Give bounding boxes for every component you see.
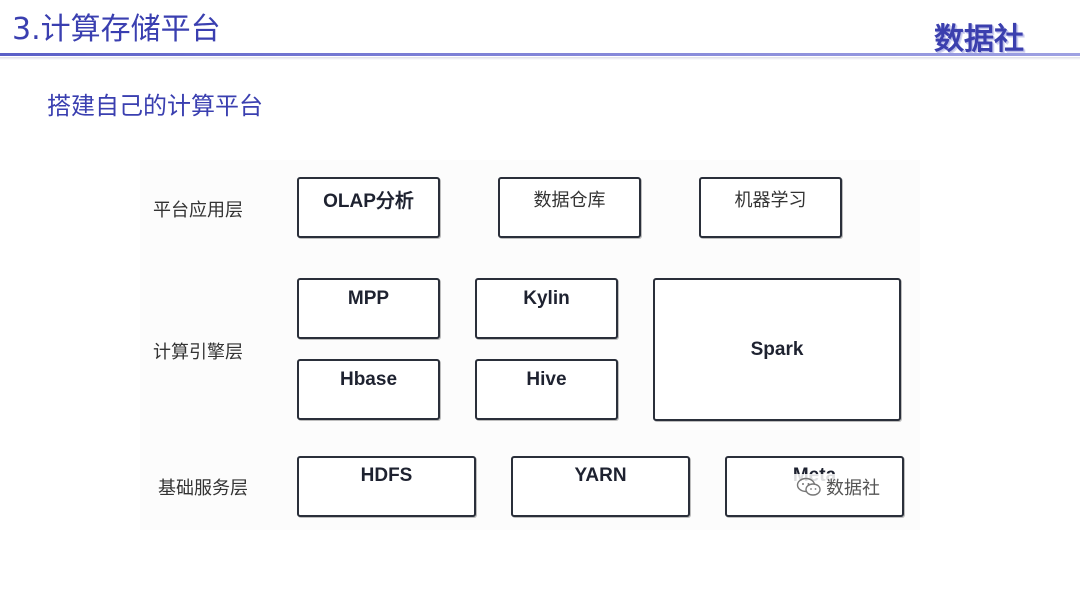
box-label-kylin: Kylin <box>523 288 570 309</box>
box-kylin: Kylin <box>475 278 618 339</box>
layer-label-infrastructure: 基础服务层 <box>158 478 248 499</box>
box-label-hbase: Hbase <box>339 369 398 390</box>
box-label-spark: Spark <box>750 339 804 360</box>
box-yarn: YARN <box>511 456 690 517</box>
layer-label-compute-engine: 计算引擎层 <box>153 342 243 363</box>
box-label-hive: Hive <box>526 369 567 390</box>
box-hdfs: HDFS <box>297 456 476 517</box>
box-mpp: MPP <box>297 278 440 339</box>
box-label-olap: OLAP分析 <box>323 191 414 212</box>
box-olap: OLAP分析 <box>297 177 440 238</box>
watermark: 数据社 <box>792 474 884 500</box>
box-label-hdfs: HDFS <box>360 465 413 486</box>
box-data-warehouse: 数据仓库 <box>498 177 641 238</box>
box-label-yarn: YARN <box>574 465 627 486</box>
page-subtitle: 搭建自己的计算平台 <box>47 92 263 120</box>
brand-logo: 数据社 <box>934 22 1024 57</box>
box-label-mpp: MPP <box>347 288 390 309</box>
box-machine-learning: 机器学习 <box>699 177 842 238</box>
layer-label-application: 平台应用层 <box>153 200 243 221</box>
slide-title: 3.计算存储平台 <box>12 12 221 47</box>
wechat-icon <box>796 477 821 496</box>
box-spark: Spark <box>653 278 901 421</box>
box-label-data-warehouse: 数据仓库 <box>533 190 606 211</box>
box-hbase: Hbase <box>297 359 440 420</box>
header-divider <box>0 53 1080 56</box>
watermark-text: 数据社 <box>826 478 880 499</box>
header-divider-shadow <box>0 57 1080 60</box>
box-label-machine-learning: 机器学习 <box>734 190 807 211</box>
box-hive: Hive <box>475 359 618 420</box>
